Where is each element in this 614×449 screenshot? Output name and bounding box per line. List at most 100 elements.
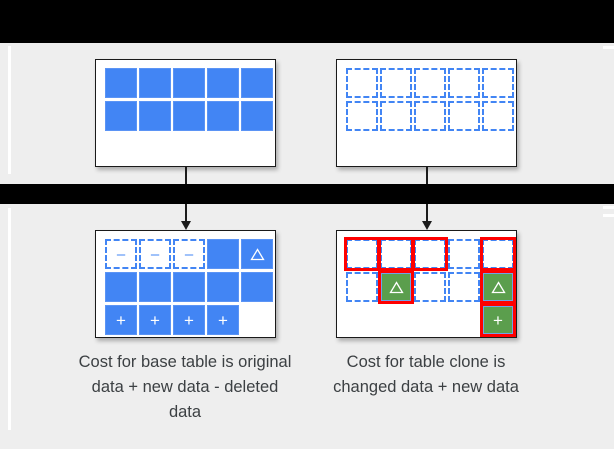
arrow-base-segment-upper <box>185 167 187 184</box>
arrow-clone-segment-upper <box>426 167 428 184</box>
cell-solid <box>241 68 273 98</box>
table-cell <box>346 101 378 131</box>
cell-grid: – – – ++++ <box>105 239 275 338</box>
cell-dashed <box>448 68 480 98</box>
cell-grid <box>105 68 275 134</box>
table-row <box>346 101 516 134</box>
cell-green <box>380 272 412 302</box>
table-cell <box>105 68 137 98</box>
cell-dashed <box>414 239 446 269</box>
triangle-icon <box>249 247 265 260</box>
cell-solid <box>139 68 171 98</box>
minus-icon: – <box>116 245 126 263</box>
table-cell: – <box>139 239 171 269</box>
cell-solid <box>173 68 205 98</box>
table-cell <box>482 68 514 98</box>
table-row <box>105 68 275 101</box>
table-cell <box>207 101 239 131</box>
table-cell <box>346 68 378 98</box>
table-cell: + <box>139 305 171 335</box>
caption-table-clone: Cost for table clone is changed data + n… <box>333 353 519 396</box>
table-cell: – <box>105 239 137 269</box>
cell-dashed <box>482 101 514 131</box>
table-row <box>346 270 516 305</box>
slide-guide-right-upper <box>603 46 614 49</box>
table-row: ++++ <box>105 305 275 338</box>
table-row: ––– <box>105 239 275 272</box>
cell-solid <box>173 101 205 131</box>
table-cell <box>380 101 412 131</box>
table-cell <box>448 272 480 302</box>
table-cell <box>105 272 137 302</box>
cell-solid <box>173 272 205 302</box>
cell-dashed <box>414 272 446 302</box>
table-row <box>105 272 275 305</box>
cell-grid: + <box>344 237 516 338</box>
slide-guide-right-lower-2 <box>603 214 614 217</box>
triangle-icon <box>388 280 404 293</box>
cell-dashed <box>346 272 378 302</box>
top-occluder-bar <box>0 0 614 43</box>
cell-solid: + <box>207 305 239 335</box>
table-cell <box>207 272 239 302</box>
table-cell <box>241 68 273 98</box>
cell-empty <box>241 305 273 335</box>
cell-empty <box>448 305 480 335</box>
cell-dashed <box>448 101 480 131</box>
cell-dashed <box>346 101 378 131</box>
cell-solid: + <box>173 305 205 335</box>
cell-empty <box>380 305 412 335</box>
table-cell <box>207 68 239 98</box>
cell-solid <box>207 272 239 302</box>
cell-solid <box>139 101 171 131</box>
cell-solid <box>207 101 239 131</box>
minus-icon: – <box>150 245 160 263</box>
cell-dashed <box>346 68 378 98</box>
table-cell <box>480 270 516 304</box>
base-table-after: – – – ++++ <box>95 230 276 338</box>
cell-solid <box>139 272 171 302</box>
cell-dashed <box>380 101 412 131</box>
cell-dashed: – <box>139 239 171 269</box>
table-cell <box>139 272 171 302</box>
cell-green: + <box>482 305 514 335</box>
table-cell <box>378 237 414 271</box>
cell-solid <box>105 68 137 98</box>
cell-green <box>482 272 514 302</box>
caption-base-table: Cost for base table is original data + n… <box>78 353 292 421</box>
slide-guide-left-upper <box>8 46 11 174</box>
upper-slide-panel <box>0 43 614 184</box>
minus-icon: – <box>184 245 194 263</box>
cell-solid <box>207 68 239 98</box>
table-cell <box>173 272 205 302</box>
middle-occluder-bar <box>0 184 614 204</box>
table-row <box>344 237 516 272</box>
table-cell <box>414 68 446 98</box>
table-cell: – <box>173 239 205 269</box>
cell-grid <box>346 68 516 134</box>
table-cell <box>346 272 378 302</box>
slide-guide-right-lower <box>603 206 614 209</box>
cell-solid <box>241 239 273 269</box>
cell-dashed <box>448 272 480 302</box>
table-cell <box>241 305 273 335</box>
table-cell <box>173 101 205 131</box>
table-cell <box>378 270 414 304</box>
cell-dashed <box>414 101 446 131</box>
table-cell: + <box>173 305 205 335</box>
cell-dashed <box>414 68 446 98</box>
table-cell <box>448 239 480 269</box>
table-cell <box>448 68 480 98</box>
cell-empty <box>414 305 446 335</box>
cell-dashed <box>380 239 412 269</box>
arrow-clone-segment-lower <box>426 204 428 224</box>
cell-dashed <box>448 239 480 269</box>
table-cell <box>380 305 412 335</box>
plus-icon: + <box>218 310 228 330</box>
table-cell <box>139 101 171 131</box>
cell-empty <box>346 305 378 335</box>
arrow-clone-head <box>422 221 432 230</box>
table-cell: + <box>207 305 239 335</box>
clone-table-before <box>336 59 517 167</box>
